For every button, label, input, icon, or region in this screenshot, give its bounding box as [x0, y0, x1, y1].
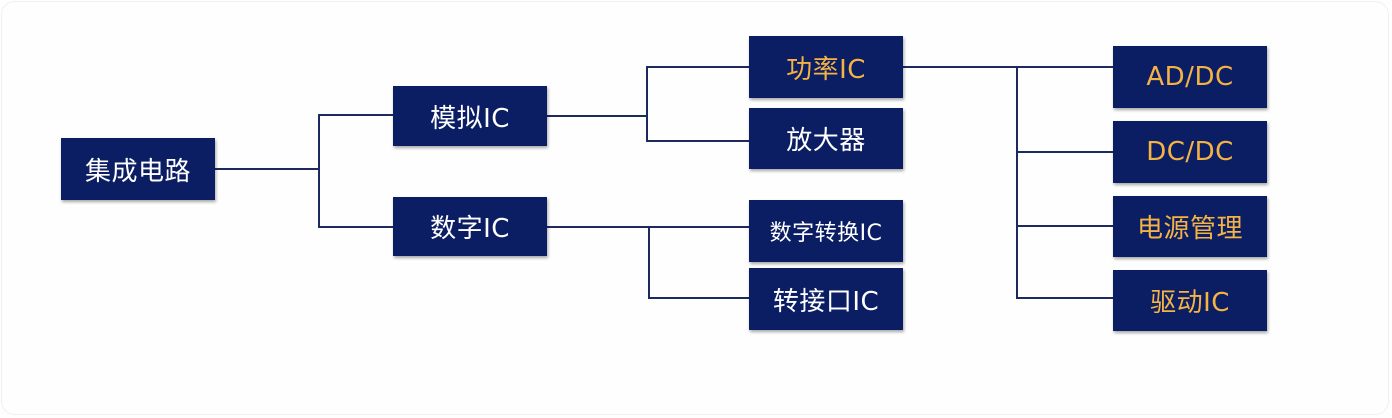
node-analog-ic: 模拟IC — [393, 86, 547, 146]
node-digital-ic: 数字IC — [393, 197, 547, 256]
node-dc-dc: DC/DC — [1113, 121, 1267, 183]
node-amplifier: 放大器 — [749, 108, 903, 169]
node-interface-ic: 转接口IC — [749, 268, 903, 330]
node-digital-conversion-ic: 数字转换IC — [749, 200, 903, 262]
node-integrated-circuit: 集成电路 — [61, 138, 215, 200]
node-ad-dc: AD/DC — [1113, 46, 1267, 108]
node-power-ic: 功率IC — [749, 36, 903, 98]
node-power-management: 电源管理 — [1113, 196, 1267, 257]
node-driver-ic: 驱动IC — [1113, 270, 1267, 331]
